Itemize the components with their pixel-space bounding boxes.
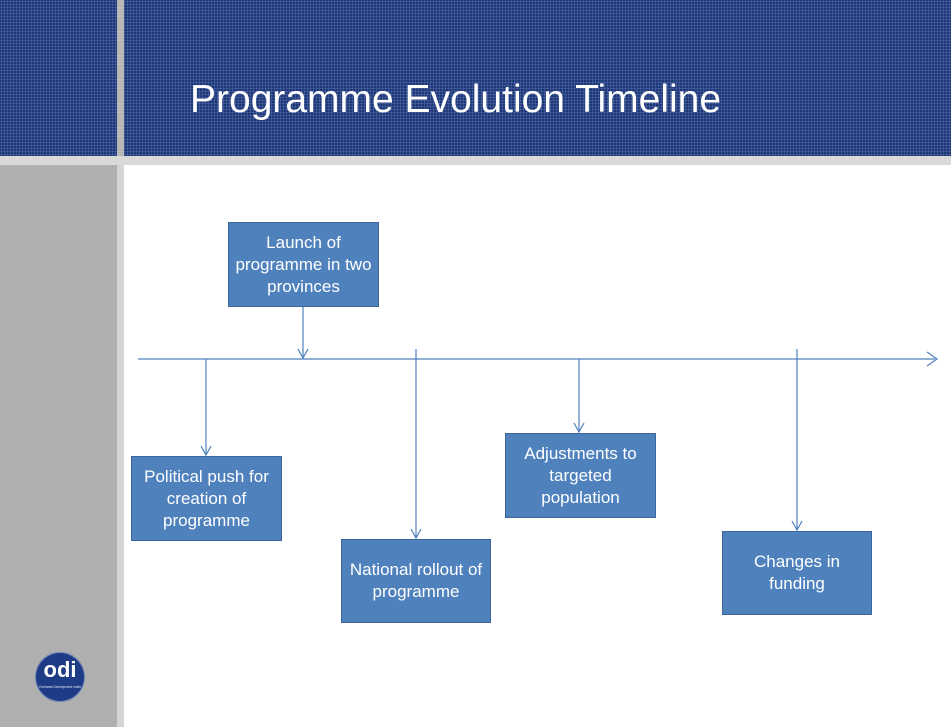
event-box-political-push: Political push for creation of programme	[131, 456, 282, 541]
connector-political-push-arrowhead	[200, 445, 212, 457]
header-band	[0, 0, 951, 156]
logo-word: odi	[43, 657, 77, 682]
logo-subtitle: Overseas Development Institute	[39, 685, 81, 689]
left-sidebar	[0, 165, 117, 727]
event-box-national-rollout: National rollout of programme	[341, 539, 491, 623]
event-label-changes-funding: Changes in funding	[753, 552, 840, 593]
timeline-arrowhead	[926, 351, 939, 367]
header-divider	[117, 0, 124, 156]
event-label-political-push: Political push for creation of programme	[144, 466, 269, 530]
connector-launch-arrowhead	[297, 348, 309, 360]
header-bottom-line	[0, 156, 951, 165]
event-box-launch: Launch of programme in two provinces	[228, 222, 379, 307]
event-label-adjustments: Adjustments to targeted population	[524, 443, 637, 507]
connector-changes-funding-arrowhead	[791, 520, 803, 532]
event-box-adjustments: Adjustments to targeted population	[505, 433, 656, 518]
event-box-changes-funding: Changes in funding	[722, 531, 872, 615]
event-label-national-rollout: National rollout of programme	[349, 560, 483, 601]
sidebar-edge	[117, 165, 124, 727]
event-label-launch: Launch of programme in two provinces	[235, 232, 372, 296]
connector-adjustments-arrowhead	[573, 422, 585, 434]
odi-logo: odi Overseas Development Institute	[35, 652, 85, 702]
slide-title: Programme Evolution Timeline	[190, 78, 722, 121]
connector-national-rollout-arrowhead	[410, 528, 422, 540]
